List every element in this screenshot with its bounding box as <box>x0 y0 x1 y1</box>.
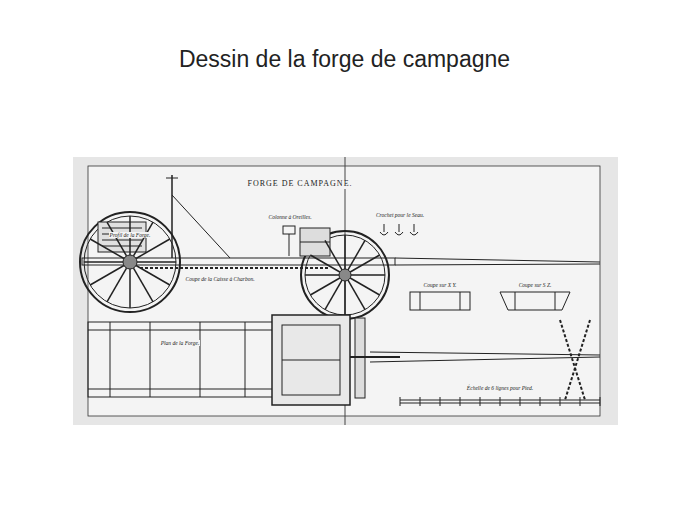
part-label: Plan de la Forge. <box>160 340 201 346</box>
part-label: Colonne à Oreilles. <box>267 214 312 220</box>
plan-view-part <box>565 320 590 400</box>
plan-view-part <box>350 356 400 358</box>
wheel-spokes-part <box>84 261 123 263</box>
profile-view-part <box>102 228 142 229</box>
scale-bar-part <box>520 397 521 406</box>
section-views-part <box>410 292 470 310</box>
part-label: Coupe sur X Y. <box>423 282 458 288</box>
profile-view-part <box>399 224 400 232</box>
scale-bar-part <box>480 397 481 406</box>
section-views-part <box>460 292 461 310</box>
plan-view-part <box>245 322 246 397</box>
wheel-spokes-part <box>107 222 127 256</box>
plate-ground <box>73 157 618 425</box>
wheel-spokes-part <box>90 266 124 286</box>
wheel-spokes-part <box>344 235 346 269</box>
profile-view-part <box>172 195 230 258</box>
profile-view-part <box>339 269 351 281</box>
section-views-part <box>555 292 556 310</box>
profile-view-part <box>102 240 142 241</box>
plan-view-part <box>150 322 151 397</box>
plate-ground-part <box>88 166 600 416</box>
wheel-spokes-part <box>344 281 346 315</box>
wheel-spokes-part <box>348 280 365 309</box>
wheel-spokes-part <box>134 268 154 302</box>
wheel-spokes-part <box>351 274 385 276</box>
plan-view-part <box>560 320 585 400</box>
scale-bar-part <box>460 397 461 406</box>
plan-view-part <box>200 322 201 397</box>
wheel-spokes-part <box>325 240 342 269</box>
plan-view-part <box>88 322 273 397</box>
section-views-part <box>500 292 570 310</box>
part-label: Échelle de 6 lignes pour Pied. <box>466 385 534 391</box>
wheel-spokes-part <box>310 278 339 295</box>
profile-view-part <box>84 216 176 308</box>
plan-view-part <box>110 322 111 397</box>
profile-view-part <box>140 267 330 269</box>
slide-title: Dessin de la forge de campagne <box>0 46 689 73</box>
plan-view-part <box>272 315 350 405</box>
plate-heading: FORGE DE CAMPAGNE. <box>246 180 353 189</box>
profile-view-part <box>171 175 173 258</box>
scale-bar-part <box>600 397 601 406</box>
part-label: Crochet pour le Seau. <box>375 212 425 218</box>
profile-view-part <box>395 264 600 265</box>
part-label: Coupe sur S Z. <box>518 282 553 288</box>
wheel-spokes <box>84 216 385 315</box>
scale-bar-part <box>540 397 541 406</box>
profile-view-part <box>283 226 295 234</box>
scale-bar-part <box>440 397 441 406</box>
plate-ground-part <box>73 157 618 425</box>
plan-view-part <box>370 357 600 362</box>
profile-view-part <box>80 212 180 312</box>
scale-bar-part <box>400 397 401 406</box>
profile-view-part <box>414 224 415 232</box>
wheel-spokes-part <box>137 261 176 263</box>
wheel-spokes-part <box>136 239 170 259</box>
plan-view-part <box>282 325 340 395</box>
wheel-spokes-part <box>129 269 131 308</box>
section-views-part <box>420 292 421 310</box>
profile-view-part <box>102 246 142 247</box>
scale-bar <box>400 397 600 406</box>
scale-bar-part <box>420 397 421 406</box>
part-label: Coupe de la Caisse à Charbon. <box>184 276 255 282</box>
scale-bar-part <box>560 397 561 406</box>
profile-view-part <box>384 224 385 232</box>
profile-view-part <box>395 258 600 262</box>
scale-bar-part <box>500 397 501 406</box>
wheel-spokes-part <box>350 255 379 272</box>
section-views-part <box>515 292 516 310</box>
profile-view <box>80 175 600 319</box>
part-label: Profil de la Forge. <box>109 232 152 238</box>
plan-view-part <box>370 352 600 355</box>
scale-bar-part <box>580 397 581 406</box>
profile-view-part <box>380 232 418 235</box>
plan-view-part <box>282 360 340 361</box>
wheel-spokes-part <box>305 274 339 276</box>
plan-view <box>88 315 600 405</box>
profile-view-part <box>166 178 178 179</box>
section-views <box>410 292 570 310</box>
profile-view-part <box>289 234 290 256</box>
profile-view-part <box>123 255 137 269</box>
